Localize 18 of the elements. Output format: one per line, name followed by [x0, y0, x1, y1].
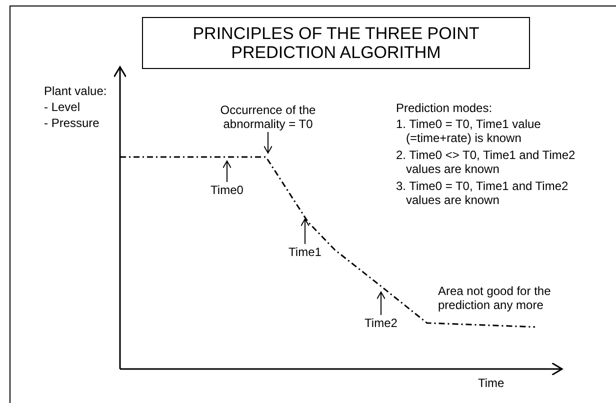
note-text: 3. Time0 = T0, Time1 and Time2 values are known — [396, 179, 570, 207]
note-text: 2. Time0 <> T0, Time1 and Time2 values are known — [396, 148, 576, 176]
note-text: - Level — [44, 100, 82, 114]
leader-arrow — [376, 292, 386, 316]
note-text: Prediction modes: — [396, 101, 494, 115]
title: PRINCIPLES OF THE THREE POINT PREDICTION ALGORITHM — [192, 24, 480, 62]
annotation-text: Time2 — [360, 316, 402, 330]
annotation-text: Occurrence of the abnormality = T0 — [218, 103, 318, 131]
leader-arrow — [222, 160, 232, 182]
annotation-text: Time0 — [206, 183, 248, 197]
note-text: Area not good for the prediction any more — [438, 284, 552, 312]
axis-label: Time — [478, 376, 506, 390]
note-text: Plant value: — [44, 84, 108, 98]
note-text: - Pressure — [44, 116, 100, 130]
leader-arrow — [264, 132, 272, 154]
note-text: 1. Time0 = T0, Time1 value (=time+rate) is known — [396, 117, 542, 145]
leader-arrow — [300, 218, 310, 244]
annotation-text: Time1 — [284, 245, 326, 259]
